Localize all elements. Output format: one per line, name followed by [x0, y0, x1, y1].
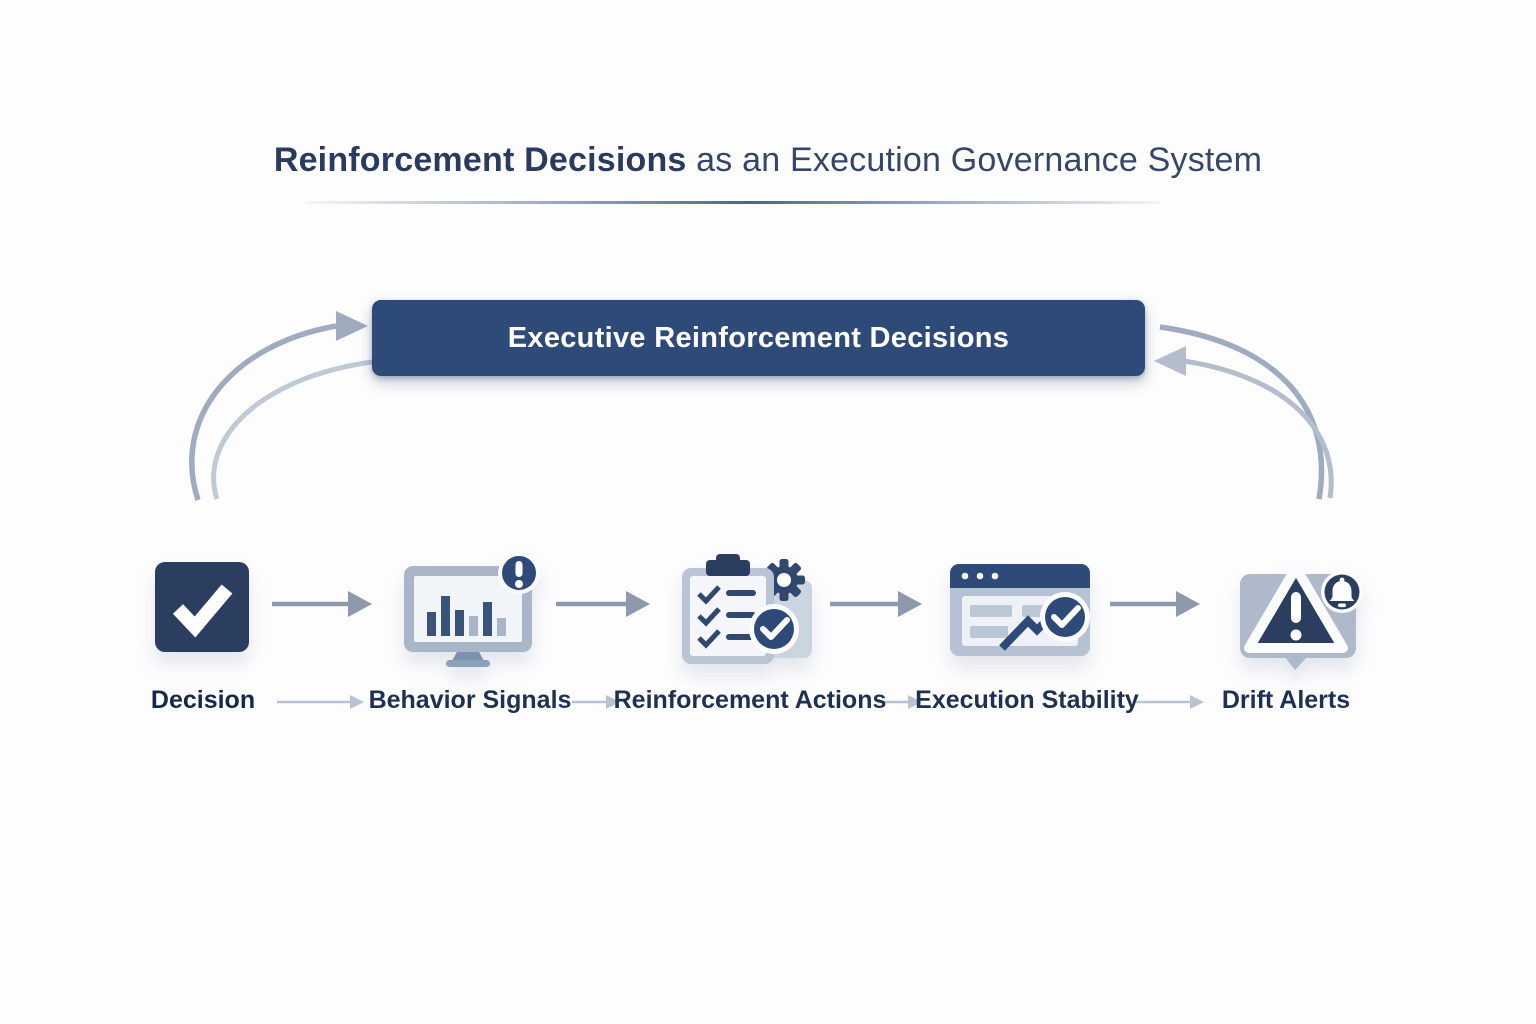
icon-row-arrows — [272, 591, 1200, 617]
clipboard-clip — [706, 560, 750, 576]
window-trend-check-icon — [950, 564, 1090, 656]
right-feedback-arrowhead-icon — [1154, 346, 1186, 376]
window-dots-icon — [961, 572, 999, 580]
page-title-emphasis: Reinforcement Decisions — [273, 141, 687, 179]
banner-label: Executive Reinforcement Decisions — [507, 321, 1010, 354]
check-badge-icon — [749, 604, 799, 654]
flow-arrow-4-icon — [1110, 591, 1200, 617]
label-arrow-1-icon — [277, 695, 364, 709]
monitor-bar-chart-alert-icon — [404, 552, 540, 667]
check-badge-icon — [1040, 592, 1090, 642]
step-label-drift-alerts: Drift Alerts — [1221, 686, 1351, 714]
bar-chart-glyph — [427, 596, 506, 636]
step-label-decision: Decision — [150, 686, 256, 714]
warning-triangle-bell-icon — [1240, 563, 1363, 670]
page-title: Reinforcement Decisions as an Execution … — [0, 138, 1536, 182]
left-feedback-arrowhead-icon — [336, 311, 368, 341]
flow-arrow-2-icon — [556, 591, 650, 617]
label-arrow-3-icon — [878, 695, 922, 709]
flow-arrow-3-icon — [830, 591, 922, 617]
executive-decisions-banner: Executive Reinforcement Decisions — [372, 300, 1145, 376]
flow-arrow-1-icon — [272, 591, 372, 617]
left-feedback-arrow — [189, 311, 381, 501]
monitor-stand — [451, 650, 485, 663]
title-divider — [305, 201, 1160, 204]
label-row-arrows — [277, 695, 1204, 709]
checklist-glyph — [697, 585, 721, 649]
label-arrow-4-icon — [1136, 695, 1204, 709]
clipboard-checklist-gear-icon — [682, 554, 812, 664]
checklist-lines — [726, 590, 756, 640]
bell-badge-icon — [1321, 571, 1363, 613]
step-label-execution-stability: Execution Stability — [915, 686, 1139, 714]
right-feedback-arrow — [1154, 324, 1334, 500]
alert-badge-icon — [498, 552, 540, 594]
exclamation-glyph — [1290, 592, 1302, 641]
page-title-rest: as an Execution Governance System — [686, 141, 1263, 179]
step-label-behavior-signals: Behavior Signals — [368, 686, 572, 714]
label-arrow-2-icon — [572, 695, 620, 709]
window-titlebar — [950, 564, 1090, 588]
checkmark-square-icon — [155, 562, 249, 652]
step-label-reinforcement-actions: Reinforcement Actions — [613, 686, 887, 714]
